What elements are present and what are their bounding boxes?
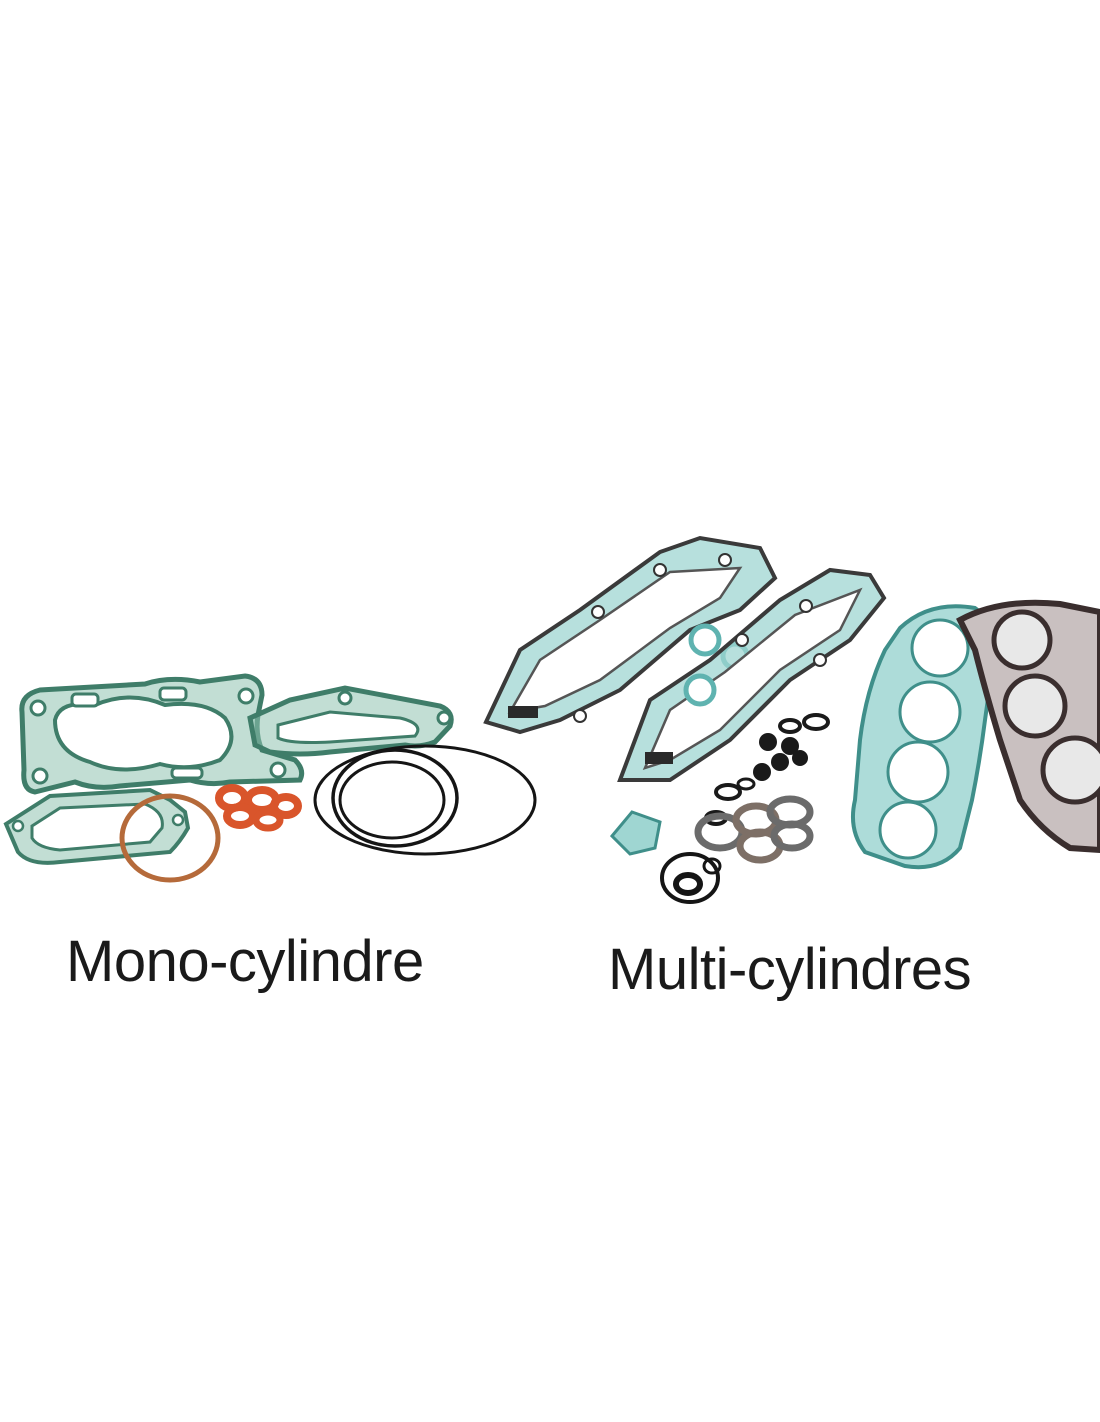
valve-stem-seals: [753, 713, 830, 781]
oil-seals: [660, 852, 722, 904]
cylinder-base-gasket: [19, 673, 305, 795]
lower-gasket: [3, 787, 191, 865]
cylinder-head-gasket: [956, 599, 1100, 854]
multi-cylinder-caption: Multi-cylindres: [608, 937, 972, 1002]
mono-cylinder-kit-image: [3, 673, 537, 883]
multi-cylinder-kit-image: [483, 535, 1100, 904]
small-flange-gasket: [609, 810, 662, 856]
copper-exhaust-ring: [119, 793, 221, 883]
valve-cover-gasket-1: [483, 535, 778, 735]
orange-washers: [215, 784, 302, 832]
head-gasket-small: [247, 685, 454, 757]
black-o-rings: [313, 744, 537, 856]
mono-cylinder-caption: Mono-cylindre: [66, 929, 424, 994]
exhaust-rings: [694, 795, 814, 864]
valve-cover-gasket-2: [617, 567, 887, 782]
cylinder-base-gasket-4-bore: [851, 604, 996, 870]
